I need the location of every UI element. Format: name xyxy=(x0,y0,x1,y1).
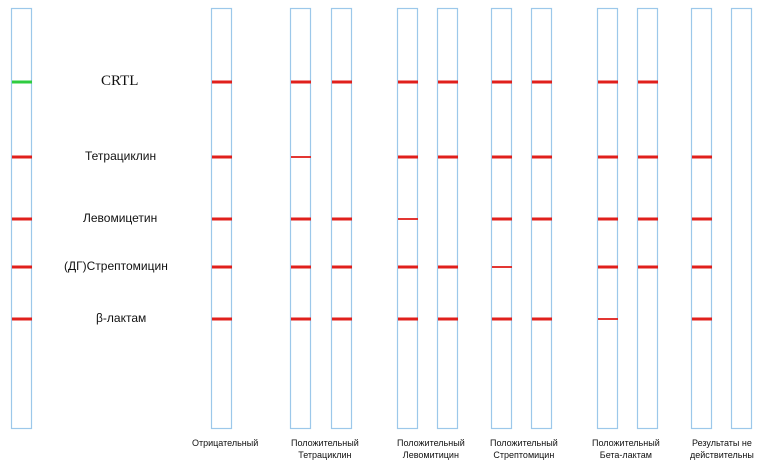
test-line-3 xyxy=(212,265,232,269)
test-line-3 xyxy=(692,265,712,269)
reference-strip xyxy=(10,7,33,430)
strip-outline xyxy=(436,7,459,430)
test-line-1 xyxy=(438,155,458,159)
test-line-3 xyxy=(398,265,418,269)
test-line-0 xyxy=(291,80,311,84)
test-line-0 xyxy=(212,80,232,84)
caption-line: Положительный xyxy=(490,438,558,448)
test-line-2 xyxy=(492,217,512,221)
test-line-3 xyxy=(332,265,352,269)
row-label: CRTL xyxy=(101,73,139,89)
strip-outline xyxy=(730,7,753,430)
test-line-4 xyxy=(532,317,552,321)
test-line-2 xyxy=(598,217,618,221)
result-strip xyxy=(530,7,553,430)
test-line-0 xyxy=(598,80,618,84)
test-line-0 xyxy=(638,80,658,84)
test-line-0 xyxy=(532,80,552,84)
caption-line: Левомитицин xyxy=(402,450,459,460)
control-line-0 xyxy=(12,80,32,84)
test-line-2 xyxy=(212,217,232,221)
row-label: (ДГ)Стрептомицин xyxy=(64,259,168,273)
test-line-4 xyxy=(438,317,458,321)
test-line-2 xyxy=(332,217,352,221)
group-caption: Отрицательный xyxy=(192,437,258,449)
test-line-1 xyxy=(12,155,32,159)
caption-line: Тетрациклин xyxy=(298,450,352,460)
test-line-2 xyxy=(692,217,712,221)
result-strip xyxy=(690,7,713,430)
result-strip xyxy=(396,7,419,430)
test-line-1 xyxy=(532,155,552,159)
test-line-4 xyxy=(291,317,311,321)
row-label: Левомицетин xyxy=(83,211,158,225)
result-strip xyxy=(490,7,513,430)
test-line-2 xyxy=(12,217,32,221)
test-line-3 xyxy=(291,265,311,269)
row-label: Тетрациклин xyxy=(85,149,157,163)
test-line-1 xyxy=(291,156,311,158)
test-line-0 xyxy=(438,80,458,84)
test-line-4 xyxy=(332,317,352,321)
test-line-3 xyxy=(598,265,618,269)
caption-line: Положительный xyxy=(592,438,660,448)
test-line-3 xyxy=(492,266,512,268)
test-line-1 xyxy=(692,155,712,159)
test-line-1 xyxy=(638,155,658,159)
test-line-1 xyxy=(398,155,418,159)
test-line-4 xyxy=(598,318,618,320)
caption-line: Результаты не xyxy=(691,438,752,448)
result-strip xyxy=(730,7,753,430)
test-line-4 xyxy=(12,317,32,321)
test-line-4 xyxy=(492,317,512,321)
test-line-4 xyxy=(398,317,418,321)
test-line-3 xyxy=(638,265,658,269)
test-line-0 xyxy=(398,80,418,84)
test-line-2 xyxy=(638,217,658,221)
test-line-3 xyxy=(438,265,458,269)
test-line-4 xyxy=(212,317,232,321)
result-strip xyxy=(636,7,659,430)
caption-line: Стрептомицин xyxy=(493,450,555,460)
caption-line: Положительный xyxy=(291,438,359,448)
test-line-0 xyxy=(332,80,352,84)
test-line-2 xyxy=(532,217,552,221)
caption-line: действительны xyxy=(690,450,754,460)
result-strip xyxy=(289,7,312,430)
result-strip xyxy=(596,7,619,430)
result-strip xyxy=(330,7,353,430)
test-line-1 xyxy=(212,155,232,159)
test-line-4 xyxy=(692,317,712,321)
caption-line: Бета-лактам xyxy=(599,450,652,460)
test-line-0 xyxy=(492,80,512,84)
result-strip xyxy=(436,7,459,430)
caption-line: Положительный xyxy=(397,438,465,448)
test-line-2 xyxy=(291,217,311,221)
test-line-1 xyxy=(492,155,512,159)
test-line-2 xyxy=(398,218,418,220)
row-label: β-лактам xyxy=(96,311,147,325)
test-line-1 xyxy=(598,155,618,159)
result-strip xyxy=(210,7,233,430)
test-line-3 xyxy=(12,265,32,269)
caption-line: Отрицательный xyxy=(192,438,259,448)
group-caption: Результаты не действительны xyxy=(690,437,754,461)
